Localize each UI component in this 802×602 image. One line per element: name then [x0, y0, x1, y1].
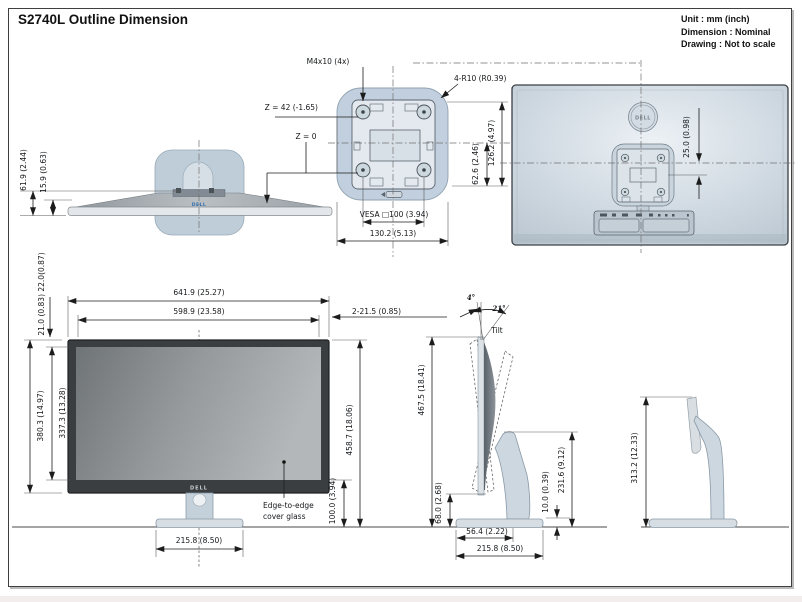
- dim-side-height: 313.2 (12.33): [630, 432, 639, 483]
- dim-stand-plate: 15.9 (0.63): [39, 151, 48, 193]
- label-corner-radius: 4-R10 (R0.39): [454, 74, 506, 83]
- dim-height-active: 337.3 (13.28): [58, 387, 67, 438]
- dim-base-thickness: 10.0 (0.39): [541, 471, 550, 513]
- rear-view: DELL: [500, 60, 795, 253]
- dim-vesa-width: 130.2 (5.13): [370, 229, 416, 238]
- dim-tilt-height: 467.5 (18.41): [417, 364, 426, 415]
- label-tilt-forward: 4°: [467, 293, 475, 302]
- label-glass-2: cover glass: [263, 512, 306, 521]
- label-m4-screw: M4x10 (4x): [307, 57, 350, 66]
- notes-block: Unit : mm (inch) Dimension : Nominal Dra…: [681, 13, 776, 51]
- dim-front-base-width: 215.8 (8.50): [176, 536, 222, 545]
- front-stand-base: [155, 518, 244, 528]
- vesa-detail-view: M4x10 (4x) 4-R10 (R0.39) Z = 42 (-1.65) …: [264, 57, 641, 257]
- dim-base-front-depth: 56.4 (2.22): [466, 527, 508, 536]
- front-screen: [76, 347, 321, 480]
- note-dimension: Dimension : Nominal: [681, 26, 771, 37]
- dim-rear-offset: 25.0 (0.98): [682, 116, 691, 158]
- dim-width-outer: 641.9 (25.27): [173, 288, 224, 297]
- dim-bezel-side: 2-21.5 (0.85): [352, 307, 401, 316]
- label-tilt: Tilt: [490, 326, 503, 335]
- dim-vesa-pattern: VESA □100 (3.94): [360, 210, 429, 219]
- side-view: 313.2 (12.33): [630, 396, 738, 528]
- dim-height-total: 458.7 (18.06): [345, 404, 354, 455]
- drawing-title: S2740L Outline Dimension: [18, 12, 189, 27]
- label-z42: Z = 42 (-1.65): [265, 103, 318, 112]
- dim-stand-column-height: 231.6 (9.12): [557, 447, 566, 493]
- dim-tilt-clearance: 68.0 (2.68): [434, 482, 443, 524]
- dim-base-depth: 215.8 (8.50): [477, 544, 523, 553]
- vesa-screws: [355, 104, 432, 178]
- stand-top-view: DELL 61.9 (2.44) 15.9 (0.63): [19, 140, 333, 236]
- rear-dell-logo: DELL: [635, 116, 651, 122]
- dim-stand-height: 61.9 (2.44): [19, 149, 28, 191]
- tilt-side-view: 4° 21° Tilt 467.5 (18.41) 68.0 (2.68) 10…: [417, 293, 578, 560]
- label-z0: Z = 0: [296, 132, 317, 141]
- dim-height-base: 100.0 (3.94): [328, 478, 337, 524]
- note-unit: Unit : mm (inch): [681, 14, 750, 24]
- dim-vesa-half-height: 62.6 (2.46): [471, 143, 480, 185]
- front-dell-logo: DELL: [190, 486, 208, 492]
- note-drawing: Drawing : Not to scale: [681, 39, 776, 49]
- dim-height-outer: 380.3 (14.97): [36, 390, 45, 441]
- label-glass-1: Edge-to-edge: [263, 501, 314, 510]
- label-tilt-back: 21°: [491, 304, 505, 313]
- bottom-strip: [0, 596, 802, 602]
- dim-bezel-top: 21.0 (0.83) 22.0(0.87): [37, 252, 46, 335]
- dim-vesa-full-height: 126.2 (4.97): [487, 120, 496, 166]
- front-view: DELL 641.9 (25.27) 598.9 (23.58) 2-21.5 …: [24, 252, 447, 568]
- dim-width-active: 598.9 (23.58): [173, 307, 224, 316]
